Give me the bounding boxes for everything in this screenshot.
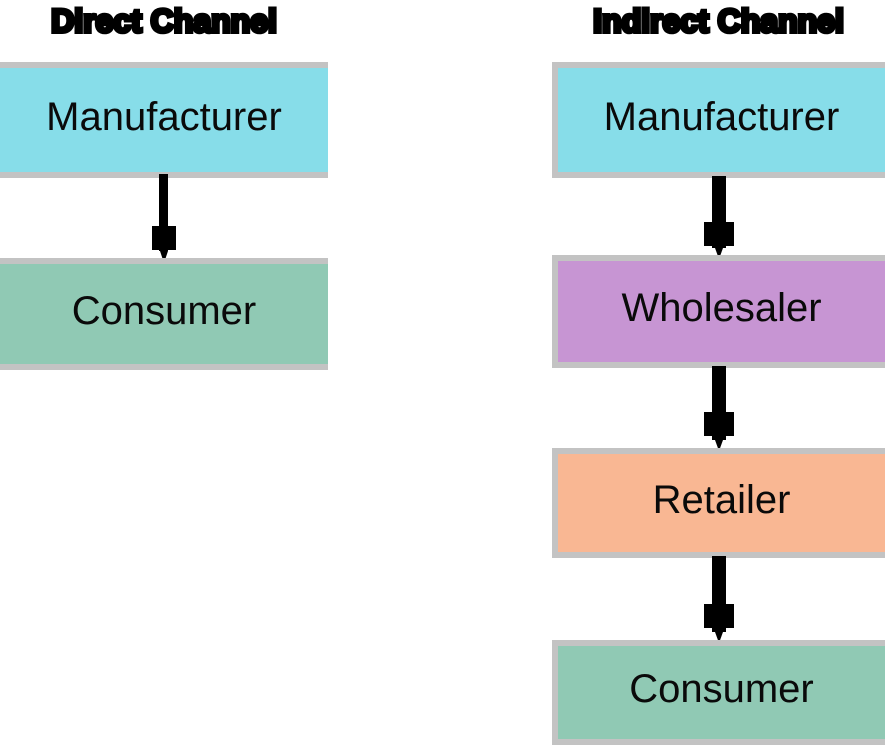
node-manufacturer-direct: Manufacturer xyxy=(0,62,328,178)
arrow-down-icon xyxy=(152,174,176,263)
node-wholesaler: Wholesaler xyxy=(552,255,885,368)
node-consumer-indirect: Consumer xyxy=(552,640,885,745)
arrow-down-icon xyxy=(704,556,734,643)
node-label-manufacturer: Manufacturer xyxy=(46,94,282,139)
node-label-manufacturer: Manufacturer xyxy=(603,94,840,139)
node-label-consumer: Consumer xyxy=(629,667,814,711)
direct-channel-title: Direct Channel xyxy=(49,1,279,41)
arrow-down-icon xyxy=(704,366,734,451)
indirect-channel-title: Indirect Channel xyxy=(591,1,846,41)
node-label-retailer: Retailer xyxy=(652,477,791,522)
node-label-consumer: Consumer xyxy=(71,288,257,333)
indirect-channel-column: Indirect Channel Manufacturer Wholesaler… xyxy=(552,0,885,745)
node-retailer: Retailer xyxy=(552,448,885,558)
node-consumer-direct: Consumer xyxy=(0,258,328,370)
node-manufacturer-indirect: Manufacturer xyxy=(552,62,885,178)
node-label-wholesaler: Wholesaler xyxy=(621,286,822,330)
direct-channel-column: Direct Channel Manufacturer Consumer xyxy=(0,0,328,745)
arrow-down-icon xyxy=(704,176,734,259)
